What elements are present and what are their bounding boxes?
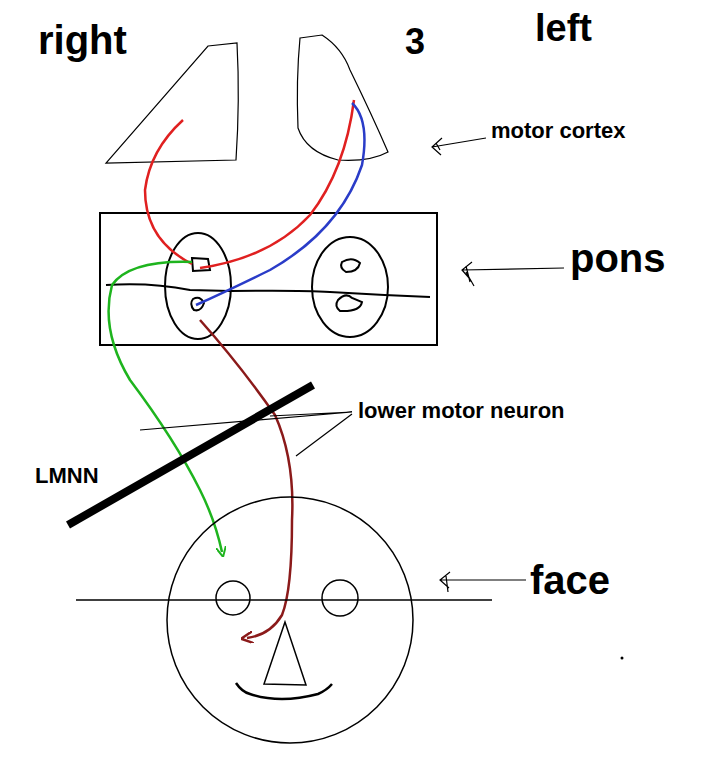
label: motor cortex bbox=[491, 119, 625, 143]
tract-darkred bbox=[200, 320, 292, 638]
label: LMNN bbox=[35, 464, 99, 488]
leader-arrow bbox=[440, 572, 526, 592]
face-line bbox=[76, 599, 492, 601]
tract-blue bbox=[196, 103, 364, 305]
mouth bbox=[236, 683, 332, 699]
label: 3 bbox=[405, 22, 425, 62]
nose bbox=[264, 622, 306, 685]
eye bbox=[322, 580, 358, 616]
label: left bbox=[535, 8, 592, 50]
nucleus bbox=[341, 259, 360, 272]
leader-arrow bbox=[462, 262, 564, 286]
midline bbox=[106, 284, 430, 297]
lesion-line bbox=[68, 385, 313, 525]
eye bbox=[216, 581, 250, 615]
dot bbox=[621, 657, 624, 660]
label: face bbox=[530, 558, 610, 602]
nucleus-oval bbox=[312, 237, 388, 337]
label: pons bbox=[570, 236, 666, 280]
label: right bbox=[38, 18, 127, 62]
pons-box bbox=[100, 213, 437, 345]
face-circle bbox=[167, 497, 413, 743]
nucleus bbox=[336, 295, 362, 311]
left-cortex bbox=[297, 35, 388, 160]
label: lower motor neuron bbox=[358, 399, 565, 423]
tract-green bbox=[109, 262, 222, 552]
tract-red bbox=[145, 120, 192, 264]
leader-line bbox=[140, 412, 352, 456]
nucleus-oval bbox=[165, 233, 231, 339]
tract-red bbox=[200, 100, 354, 268]
leader-arrow bbox=[432, 138, 486, 155]
